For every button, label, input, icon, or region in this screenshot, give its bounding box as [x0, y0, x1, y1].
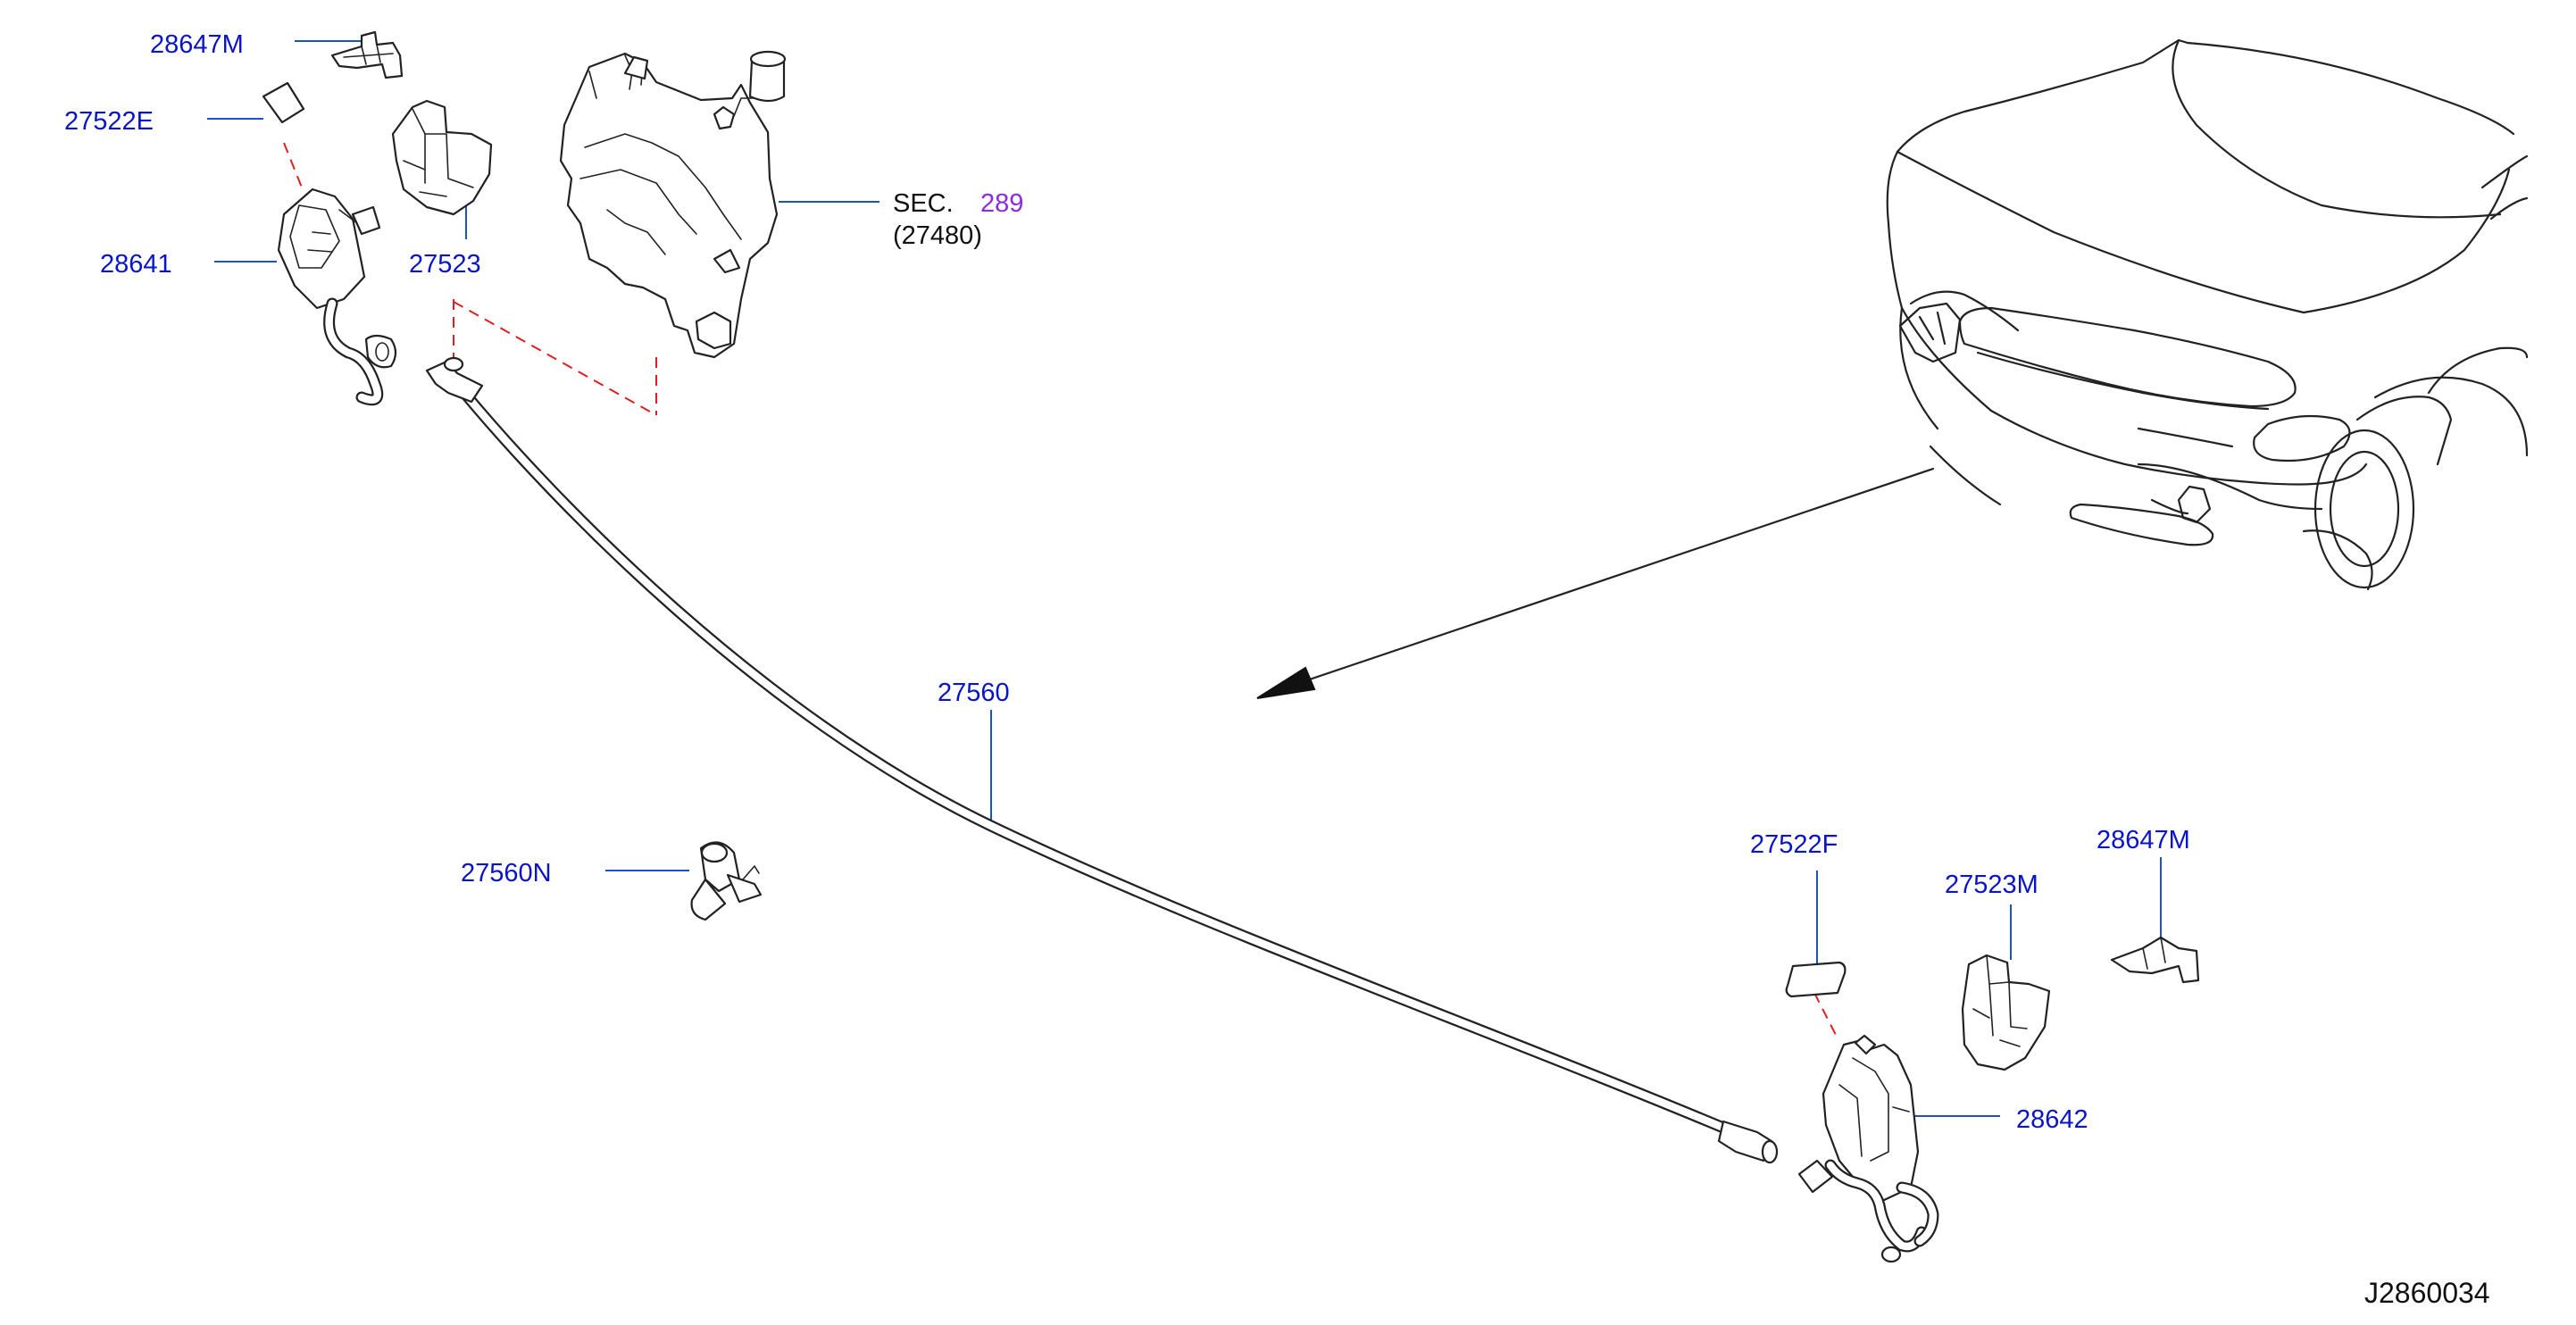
diagram-id: J2860034: [2364, 1277, 2490, 1309]
part-label-27522f[interactable]: 27522F: [1750, 830, 1838, 859]
clip-28647m-right[interactable]: [2110, 936, 2200, 984]
pad-27522e[interactable]: [262, 81, 305, 124]
view-arrow: [1256, 467, 1935, 699]
part-label-27560[interactable]: 27560: [938, 679, 1010, 707]
connector-27560n[interactable]: [690, 841, 763, 921]
part-label-28641[interactable]: 28641: [100, 250, 172, 279]
car-left-nozzle: [1898, 302, 1962, 363]
part-label-27522e[interactable]: 27522E: [64, 107, 154, 136]
nozzle-28641[interactable]: [277, 188, 397, 406]
part-label-28647m-top[interactable]: 28647M: [150, 30, 244, 59]
leader-lines: [207, 40, 2162, 1117]
part-label-28642[interactable]: 28642: [2016, 1105, 2088, 1134]
section-link[interactable]: 289: [980, 189, 1024, 218]
section-sub-part: (27480): [893, 221, 982, 250]
bracket-27523m[interactable]: [1961, 954, 2051, 1071]
pad-27522f[interactable]: [1785, 961, 1847, 998]
car-illustration: [1886, 38, 2529, 591]
part-label-28647m-right[interactable]: 28647M: [2097, 826, 2190, 854]
bracket-27523[interactable]: [391, 99, 493, 216]
clip-28647m-top[interactable]: [330, 30, 404, 79]
nozzle-28642[interactable]: [1797, 1034, 1939, 1263]
part-label-27523m[interactable]: 27523M: [1945, 871, 2038, 899]
part-label-27523[interactable]: 27523: [409, 250, 481, 279]
hose-27560[interactable]: [425, 356, 1779, 1164]
part-label-27560n[interactable]: 27560N: [461, 859, 552, 888]
phantom-lines: [283, 142, 1838, 1039]
section-prefix: SEC.: [893, 189, 954, 218]
car-right-nozzle: [2177, 485, 2212, 524]
washer-tank: [559, 50, 787, 359]
